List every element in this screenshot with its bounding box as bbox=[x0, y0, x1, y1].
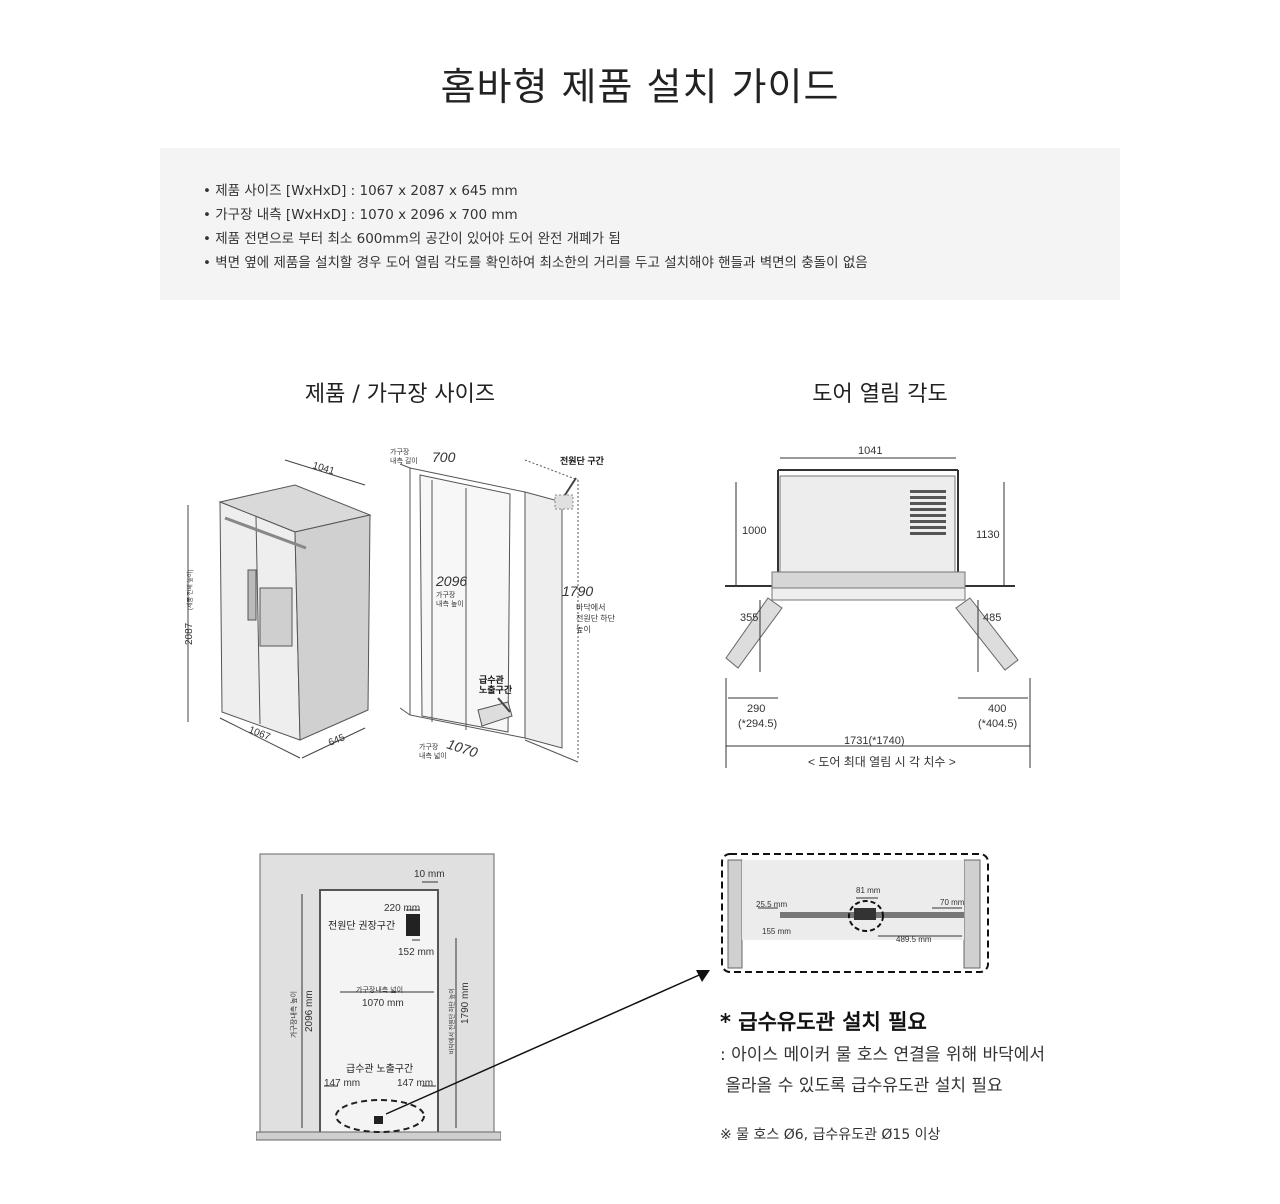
spec-item: • 벽면 옆에 제품을 설치할 경우 도어 열림 각도를 확인하여 최소한의 거… bbox=[203, 255, 868, 271]
power-height-caption: 높이 bbox=[576, 624, 591, 634]
front-inner-height: 2096 mm bbox=[304, 990, 315, 1032]
spec-box: • 제품 사이즈 [WxHxD] : 1067 x 2087 x 645 mm … bbox=[160, 148, 1120, 300]
door-left-clear-alt: (*294.5) bbox=[738, 718, 777, 730]
fridge-illustration bbox=[218, 484, 372, 741]
water-zone-label: 노출구간 bbox=[479, 684, 513, 695]
cabinet-height-caption: 가구장 bbox=[436, 590, 456, 599]
cabinet-width-caption: 내측 넓이 bbox=[419, 751, 447, 760]
fridge-depth: 645 bbox=[327, 732, 347, 749]
door-left-clear: 290 bbox=[747, 703, 765, 715]
spec-list: • 제품 사이즈 [WxHxD] : 1067 x 2087 x 645 mm … bbox=[203, 179, 868, 275]
front-inner-height-caption: 가구장내측 높이 bbox=[289, 991, 298, 1038]
front-gap: 10 mm bbox=[414, 869, 445, 880]
front-power-h: 152 mm bbox=[398, 947, 434, 958]
cabinet-height-caption: 내측 높이 bbox=[436, 599, 464, 608]
cabinet-width: 1070 bbox=[445, 736, 480, 761]
note-title: * 급수유도관 설치 필요 bbox=[720, 1010, 927, 1034]
front-water-zone: 급수관 노출구간 bbox=[346, 1063, 413, 1075]
front-diagram: 10 mm 220 mm 전원단 권장구간 152 mm 가구장내측 넓이 10… bbox=[256, 853, 501, 1141]
door-right-height: 1130 bbox=[976, 529, 1000, 541]
front-power-w: 220 mm bbox=[384, 903, 420, 914]
cabinet-depth-caption: 가구장 bbox=[390, 447, 410, 456]
door-top-width: 1041 bbox=[858, 445, 882, 457]
door-left-height: 1000 bbox=[742, 525, 766, 537]
cabinet-height: 2096 bbox=[435, 573, 467, 589]
water-zone-label: 급수관 bbox=[479, 674, 505, 685]
front-water-right: 147 mm bbox=[397, 1078, 433, 1089]
fridge-dimensions bbox=[187, 459, 366, 759]
door-section-title: 도어 열림 각도 bbox=[812, 382, 948, 407]
note-description: : 아이스 메이커 물 호스 연결을 위해 바닥에서 올라올 수 있도록 급수유… bbox=[720, 1040, 1045, 1102]
power-height: 1790 bbox=[562, 583, 593, 599]
front-inner-width-caption: 가구장내측 넓이 bbox=[356, 985, 403, 994]
door-right-clear: 400 bbox=[988, 703, 1006, 715]
fridge-height-caption: (제품 전체 높이) bbox=[186, 570, 194, 610]
spec-item: • 가구장 내측 [WxHxD] : 1070 x 2096 x 700 mm bbox=[203, 207, 518, 223]
door-caption: < 도어 최대 열림 시 각 치수 > bbox=[808, 755, 956, 769]
power-height-caption: 전원단 하단 bbox=[576, 613, 616, 623]
pointer-arrow bbox=[385, 970, 710, 1115]
fridge-width-top: 1041 bbox=[311, 460, 336, 477]
door-right-clear-alt: (*404.5) bbox=[978, 718, 1017, 730]
note-desc-line: : 아이스 메이커 물 호스 연결을 위해 바닥에서 bbox=[720, 1045, 1046, 1065]
door-diagram: 1041 1000 1130 355 485 290 (*294.5) 400 … bbox=[725, 445, 1031, 769]
cabinet-depth: 700 bbox=[432, 449, 456, 465]
page-title: 홈바형 제품 설치 가이드 bbox=[440, 65, 840, 109]
power-zone-label: 전원단 구간 bbox=[560, 455, 605, 466]
detail-diagram: 81 mm 25.5 mm 70 mm 155 mm 489.5 mm bbox=[721, 853, 989, 973]
door-left-swing: 355 bbox=[740, 612, 758, 624]
front-power-zone: 전원단 권장구간 bbox=[328, 920, 395, 932]
fridge-height: 2087 bbox=[184, 622, 195, 645]
detail-155: 155 mm bbox=[762, 927, 791, 936]
note-small: ※ 물 호스 Ø6, 급수유도관 Ø15 이상 bbox=[720, 1127, 941, 1143]
cabinet-illustration bbox=[399, 459, 579, 763]
size-section-title: 제품 / 가구장 사이즈 bbox=[304, 382, 496, 407]
front-power-height-caption: 바닥에서 전원단 하단 높이 bbox=[448, 988, 456, 1054]
front-water-left: 147 mm bbox=[324, 1078, 360, 1089]
spec-item: • 제품 전면으로 부터 최소 600mm의 공간이 있어야 도어 완전 개폐가… bbox=[203, 231, 621, 247]
detail-81: 81 mm bbox=[856, 886, 881, 895]
note-desc-line: 올라올 수 있도록 급수유도관 설치 필요 bbox=[720, 1076, 1003, 1096]
front-power-height: 1790 mm bbox=[460, 982, 471, 1024]
vent-grille bbox=[910, 490, 946, 535]
cabinet-depth-caption: 내측 길이 bbox=[390, 456, 418, 465]
detail-255: 25.5 mm bbox=[756, 900, 787, 909]
power-height-caption: 바닥에서 bbox=[576, 602, 605, 612]
front-inner-width: 1070 mm bbox=[362, 998, 404, 1009]
door-total: 1731(*1740) bbox=[844, 735, 905, 747]
detail-70: 70 mm bbox=[940, 898, 965, 907]
size-diagram: 1041 2087 (제품 전체 높이) 1067 645 가구장 내측 길이 … bbox=[184, 447, 616, 763]
door-right-swing: 485 bbox=[983, 612, 1001, 624]
detail-4895: 489.5 mm bbox=[896, 935, 932, 944]
cabinet-width-caption: 가구장 bbox=[419, 742, 439, 751]
spec-item: • 제품 사이즈 [WxHxD] : 1067 x 2087 x 645 mm bbox=[203, 183, 518, 199]
